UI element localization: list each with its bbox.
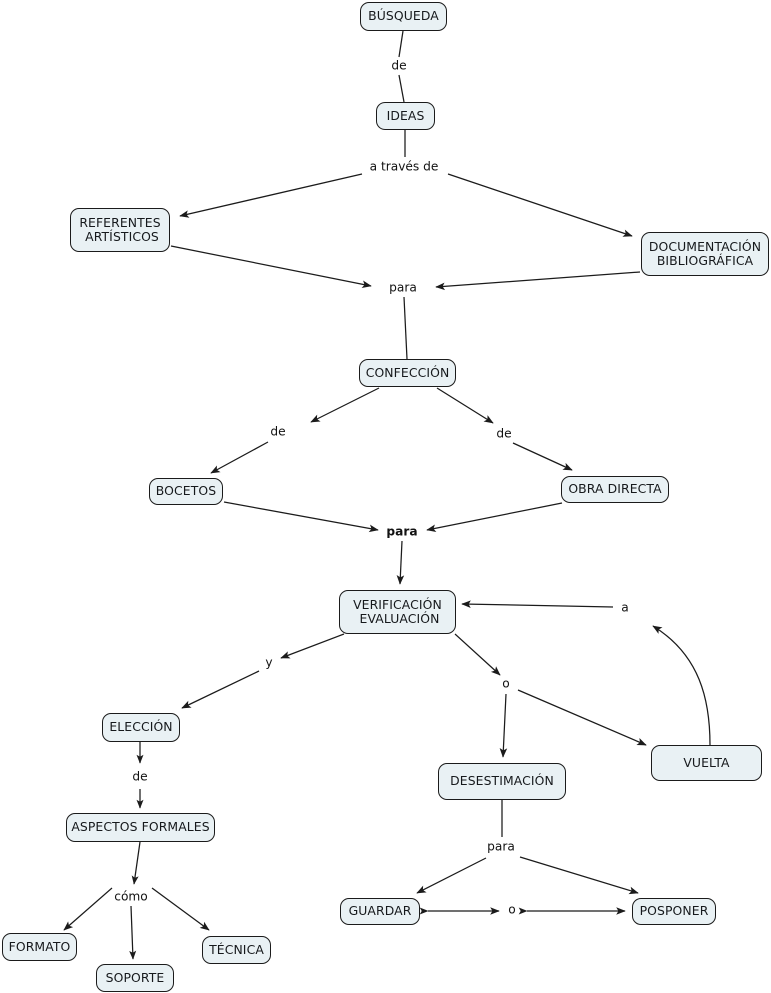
node-obra_directa[interactable]: OBRA DIRECTA	[561, 476, 669, 503]
node-desestimacion[interactable]: DESESTIMACIÓN	[438, 763, 566, 800]
edge-y-eleccion	[181, 670, 260, 709]
node-tecnica[interactable]: TÉCNICA	[202, 936, 271, 964]
edge-como-tecnica	[151, 887, 210, 931]
link-label-como: cómo	[114, 889, 148, 904]
edge-para3-posponer	[519, 856, 639, 895]
edge-o-vuelta	[517, 689, 647, 746]
link-label-para2: para	[386, 524, 418, 539]
edge-atravesde-referentes	[179, 173, 363, 218]
edge-de-ideas	[398, 74, 405, 103]
edge-o-desestimacion	[499, 693, 508, 758]
link-label-para3: para	[487, 839, 515, 854]
node-ideas[interactable]: IDEAS	[376, 102, 435, 130]
link-label-atravesde: a través de	[369, 159, 439, 174]
edge-atravesde-documentacion	[447, 173, 633, 237]
link-label-o2: o	[508, 902, 516, 917]
node-referentes[interactable]: REFERENTES ARTÍSTICOS	[70, 208, 170, 252]
node-verificacion[interactable]: VERIFICACIÓN EVALUACIÓN	[339, 590, 456, 634]
node-aspectos[interactable]: ASPECTOS FORMALES	[66, 813, 215, 842]
edge-verificacion-o	[454, 633, 501, 676]
edge-verificacion-y	[280, 633, 345, 659]
edge-bocetos-para2	[223, 501, 379, 533]
edge-de2-bocetos	[210, 441, 269, 474]
edge-obra-para2	[426, 502, 563, 533]
edge-documentacion-para	[435, 271, 641, 291]
edge-busqueda-de	[398, 30, 404, 58]
node-confeccion[interactable]: CONFECCIÓN	[359, 359, 456, 387]
link-label-o1: o	[502, 676, 510, 691]
edge-confeccion-de2	[310, 387, 380, 423]
node-eleccion[interactable]: ELECCIÓN	[102, 713, 180, 742]
edge-como-soporte	[129, 905, 137, 960]
node-posponer[interactable]: POSPONER	[632, 898, 716, 925]
link-label-a1: a	[621, 600, 629, 615]
edge-para3-guardar	[416, 857, 487, 894]
edge-confeccion-de3	[436, 387, 494, 424]
node-soporte[interactable]: SOPORTE	[96, 964, 174, 992]
link-label-de3: de	[496, 426, 512, 441]
node-formato[interactable]: FORMATO	[2, 933, 77, 961]
edge-aspectos-como	[131, 841, 141, 885]
link-label-de1: de	[391, 58, 407, 73]
link-label-y1: y	[265, 655, 273, 670]
node-busqueda[interactable]: BÚSQUEDA	[360, 2, 447, 31]
edge-de3-obra	[512, 442, 573, 471]
link-label-de2: de	[270, 424, 286, 439]
link-label-de4: de	[132, 769, 148, 784]
edge-referentes-para	[170, 245, 372, 289]
edge-para-confeccion	[403, 296, 408, 360]
node-guardar[interactable]: GUARDAR	[340, 898, 420, 925]
edge-a-verificacion	[461, 600, 614, 608]
link-label-para1: para	[389, 280, 417, 295]
edge-vuelta-a	[652, 625, 711, 746]
node-documentacion[interactable]: DOCUMENTACIÓN BIBLIOGRÁFICA	[641, 232, 769, 276]
node-bocetos[interactable]: BOCETOS	[149, 478, 223, 505]
edge-como-formato	[63, 887, 113, 931]
edge-para2-verificacion	[396, 540, 405, 585]
node-vuelta[interactable]: VUELTA	[651, 745, 762, 781]
